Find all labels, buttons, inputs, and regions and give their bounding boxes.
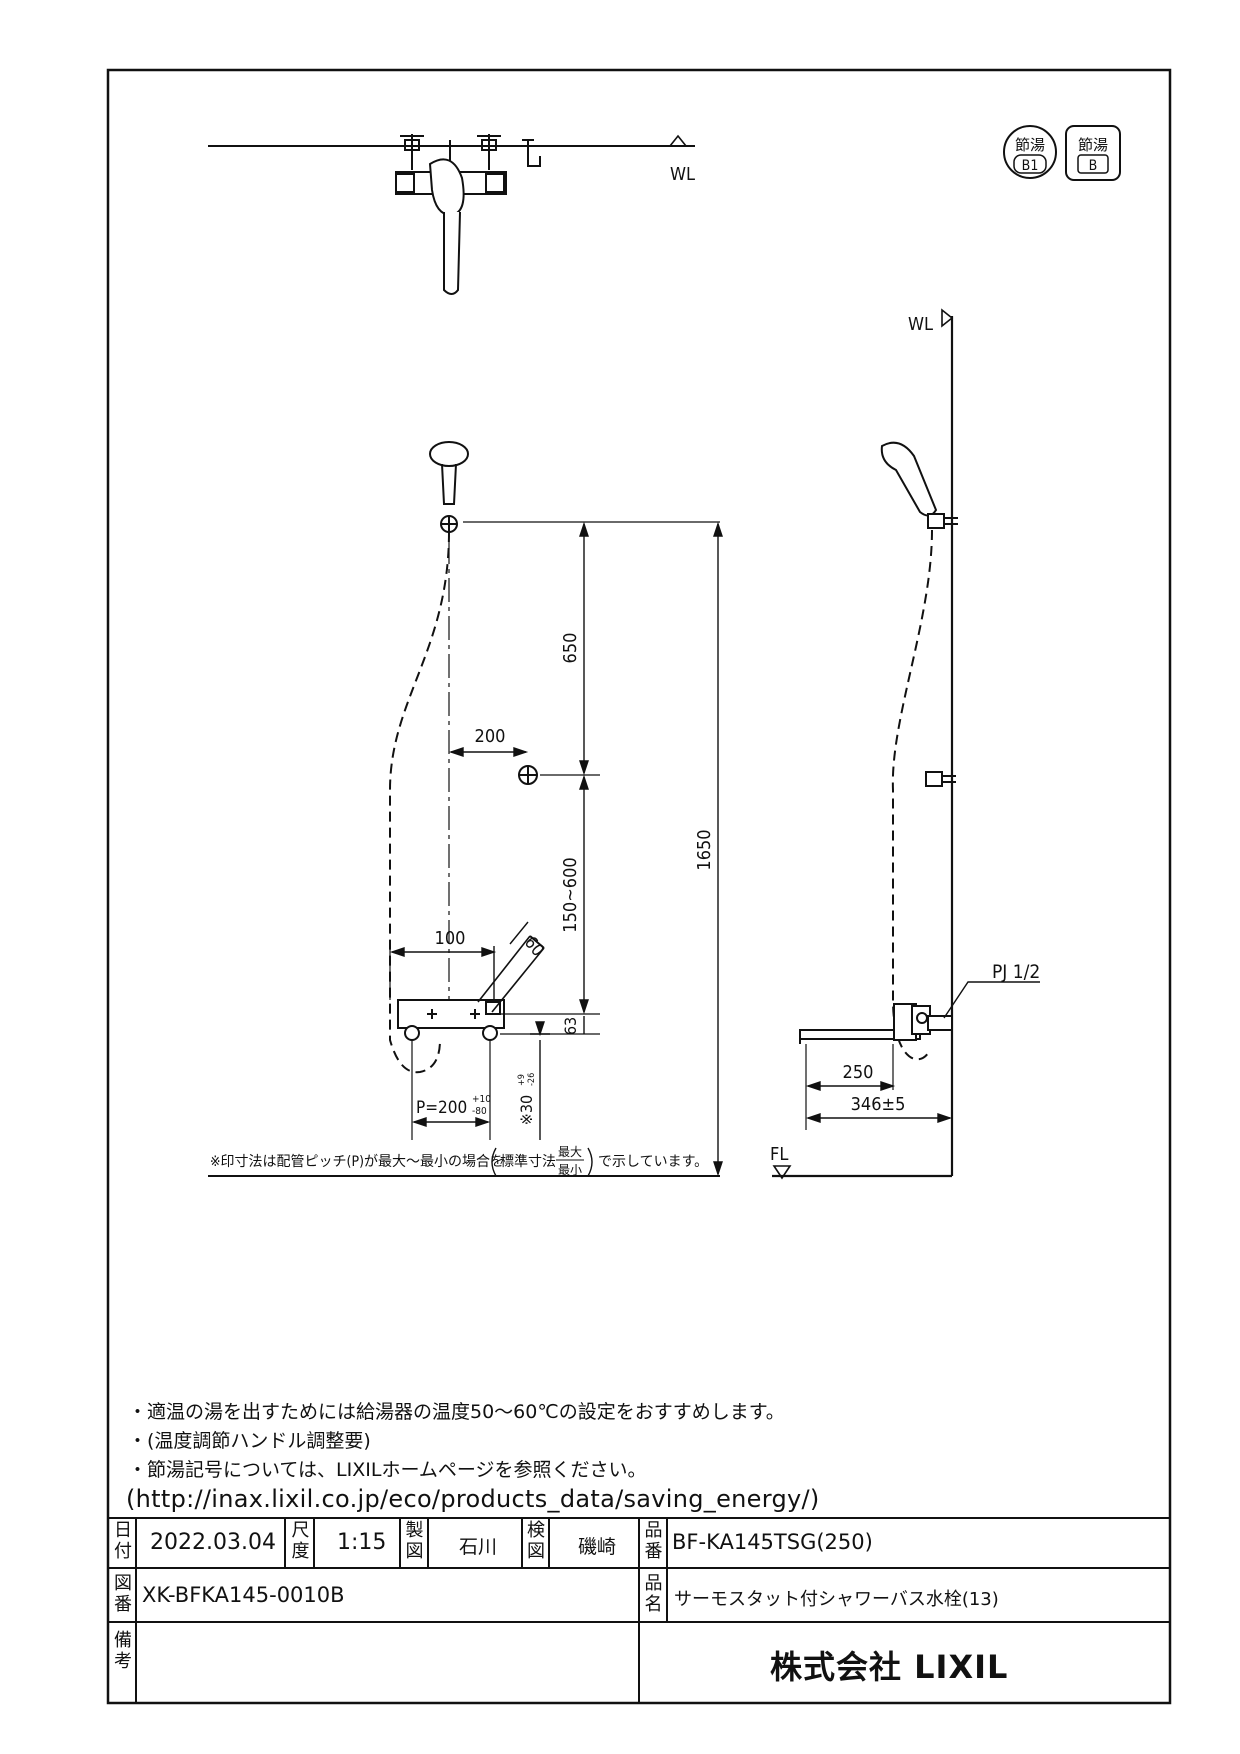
part-no-label: 品 番: [644, 1520, 663, 1562]
scale-value: 1:15: [337, 1530, 387, 1555]
svg-text:最小: 最小: [558, 1163, 582, 1177]
front-view-drawing: [208, 441, 720, 1177]
svg-text:節湯: 節湯: [1015, 136, 1045, 154]
dim-60: 60: [520, 933, 548, 961]
checked-by-value: 磯崎: [578, 1536, 617, 1558]
dim-100: 100: [435, 928, 466, 949]
dim-pitch: P=200: [416, 1098, 467, 1118]
wl-label-side: WL: [908, 314, 933, 335]
drawing-no-label: 図 番: [114, 1573, 132, 1615]
side-view-dimensions: [805, 1081, 953, 1123]
drawn-by-value: 石川: [459, 1536, 498, 1558]
svg-text:で示しています。: で示しています。: [598, 1154, 708, 1170]
dim-pitch-tol-minus: -80: [472, 1106, 487, 1117]
scale-label: 尺 度: [291, 1520, 310, 1562]
note-handle: ・(温度調節ハンドル調整要): [128, 1430, 371, 1452]
company-logo-text: 株式会社 LIXIL: [770, 1648, 1009, 1686]
date-value: 2022.03.04: [150, 1530, 276, 1555]
dim-offset-tol-plus: +9: [517, 1074, 527, 1086]
product-name-value: サーモスタット付シャワーバス水栓(13): [674, 1589, 999, 1610]
dim-1650: 1650: [694, 829, 715, 870]
note-url: (http://inax.lixil.co.jp/eco/products_da…: [126, 1485, 820, 1513]
svg-text:※印寸法は配管ピッチ(P)が最大～最小の場合を: ※印寸法は配管ピッチ(P)が最大～最小の場合を: [210, 1154, 504, 1170]
svg-text:B1: B1: [1022, 158, 1039, 174]
drawing-no-value: XK-BFKA145-0010B: [142, 1583, 345, 1607]
product-label: 品 名: [644, 1573, 663, 1615]
svg-text:標準寸法: 標準寸法: [500, 1154, 556, 1170]
dim-650: 650: [560, 633, 581, 664]
dim-offset: ※30: [517, 1095, 536, 1125]
note-temperature: ・適温の湯を出すためには給湯器の温度50～60℃の設定をおすすめします。: [128, 1401, 785, 1423]
dim-200: 200: [475, 726, 506, 747]
svg-text:最大: 最大: [558, 1145, 582, 1159]
wl-label-top: WL: [670, 164, 695, 185]
date-label: 日 付: [114, 1520, 132, 1562]
remarks-label: 備 考: [114, 1630, 132, 1672]
saving-badge-b1: 節湯 B1: [1003, 125, 1057, 179]
fl-label: FL: [770, 1144, 788, 1165]
saving-badge-b: 節湯 B: [1065, 125, 1121, 181]
part-no-value: BF-KA145TSG(250): [672, 1530, 873, 1554]
dim-pitch-tol-plus: +10: [472, 1094, 491, 1105]
top-view-drawing: [208, 134, 695, 295]
title-block-grid: [108, 1517, 1170, 1703]
svg-text:節湯: 節湯: [1078, 136, 1108, 154]
drawn-label: 製 図: [405, 1520, 424, 1562]
dim-250: 250: [843, 1062, 874, 1083]
dimension-note: ※印寸法は配管ピッチ(P)が最大～最小の場合を 標準寸法 最大 最小 で示してい…: [210, 1145, 708, 1177]
dim-offset-tol-minus: -26: [527, 1073, 537, 1086]
notes-block: ・適温の湯を出すためには給湯器の温度50～60℃の設定をおすすめします。 ・(温…: [126, 1398, 1128, 1514]
dim-63: 63: [561, 1017, 580, 1035]
pj-label: PJ 1/2: [992, 961, 1040, 983]
note-saving-symbol: ・節湯記号については、LIXILホームページを参照ください。: [128, 1459, 647, 1481]
dim-346: 346±5: [851, 1094, 906, 1115]
side-view-drawing: [772, 308, 1040, 1180]
dim-150-600: 150~600: [560, 857, 581, 932]
front-view-dimensions: [389, 521, 723, 1177]
svg-text:B: B: [1089, 158, 1098, 174]
checked-label: 検 図: [527, 1520, 545, 1562]
